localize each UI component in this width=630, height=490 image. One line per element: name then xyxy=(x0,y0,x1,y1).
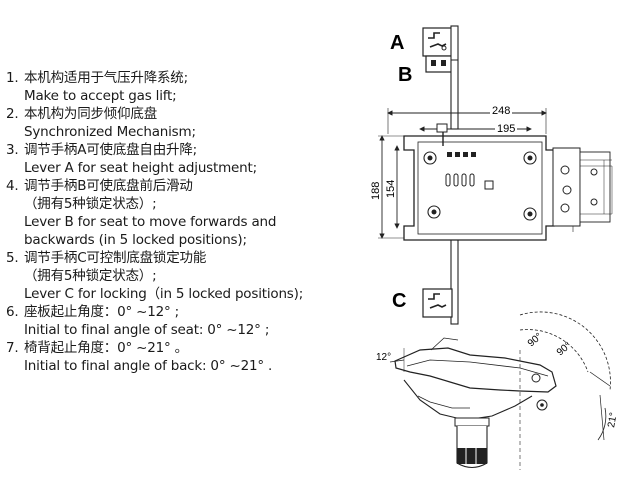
spec-item-3: 3. 调节手柄A可使底盘自由升降; Lever A for seat height… xyxy=(6,141,356,177)
dim-width-outer: 248 xyxy=(387,104,547,134)
angle-90-b: 90° xyxy=(555,340,574,358)
lever-a-label: A xyxy=(390,32,404,54)
spec-en: Initial to final angle of seat: 0° ~12° … xyxy=(24,322,270,338)
angle-back: 21° xyxy=(606,412,619,429)
spec-en: （拥有5种锁定状态）; xyxy=(24,268,157,284)
spec-en: Initial to final angle of back: 0° ~21° … xyxy=(24,358,273,374)
spec-item-2: 2. 本机构为同步倾仰底盘 Synchronized Mechanism; xyxy=(6,105,356,141)
dim-height-outer: 188 xyxy=(370,135,404,239)
dim-195-text: 195 xyxy=(497,123,515,135)
spec-number: 4. xyxy=(6,178,19,194)
spec-number: 3. xyxy=(6,142,19,158)
lever-a-stem xyxy=(450,25,459,130)
base-plate xyxy=(403,123,555,241)
spec-item-6: 6. 座板起止角度：0° ~12° ; Initial to final angl… xyxy=(6,303,356,339)
spec-cn: 本机构为同步倾仰底盘 xyxy=(24,106,157,122)
lever-c-label: C xyxy=(392,290,406,312)
spec-en: Synchronized Mechanism; xyxy=(24,124,196,140)
spec-number: 7. xyxy=(6,340,19,356)
dim-248-text: 248 xyxy=(492,105,510,117)
spec-cn: 调节手柄A可使底盘自由升降; xyxy=(24,142,197,158)
spec-cn: 调节手柄B可使底盘前后滑动 xyxy=(24,178,193,194)
spec-item-1: 1. 本机构适用于气压升降系统; Make to accept gas lift; xyxy=(6,69,356,105)
lever-a-tag xyxy=(422,27,453,57)
spec-en: Lever C for locking（in 5 locked position… xyxy=(24,286,304,302)
dim-height-inner: 154 xyxy=(385,145,400,229)
spec-cn: 椅背起止角度：0° ~21° 。 xyxy=(24,340,188,356)
spec-item-4: 4. 调节手柄B可使底盘前后滑动 （拥有5种锁定状态）; Lever B for … xyxy=(6,177,356,249)
spec-item-5: 5. 调节手柄C可控制底盘锁定功能 （拥有5种锁定状态）; Lever C for… xyxy=(6,249,356,303)
spec-cn: 座板起止角度：0° ~12° ; xyxy=(24,304,180,320)
spec-en: （拥有5种锁定状态）; xyxy=(24,196,157,212)
side-detail-view xyxy=(552,147,613,232)
spec-en: Lever B for seat to move forwards and xyxy=(24,214,277,230)
dim-188-text: 188 xyxy=(370,182,382,200)
spec-number: 2. xyxy=(6,106,19,122)
side-elevation xyxy=(394,337,557,470)
angle-seat: 12° xyxy=(376,352,391,363)
spec-item-7: 7. 椅背起止角度：0° ~21° 。 Initial to final angl… xyxy=(6,339,356,375)
spec-cn: 本机构适用于气压升降系统; xyxy=(24,70,188,86)
lever-c-tag xyxy=(422,288,453,318)
spec-number: 1. xyxy=(6,70,19,86)
spec-number: 5. xyxy=(6,250,19,266)
dim-154-text: 154 xyxy=(385,180,397,198)
spec-list: 1. 本机构适用于气压升降系统; Make to accept gas lift;… xyxy=(6,69,356,375)
spec-cn: 调节手柄C可控制底盘锁定功能 xyxy=(24,250,207,266)
spec-en: Lever A for seat height adjustment; xyxy=(24,160,257,176)
angle-90-a: 90° xyxy=(526,331,545,349)
spec-number: 6. xyxy=(6,304,19,320)
spec-en: backwards (in 5 locked positions); xyxy=(24,232,247,248)
lever-b-label: B xyxy=(398,64,412,86)
spec-en: Make to accept gas lift; xyxy=(24,88,177,104)
